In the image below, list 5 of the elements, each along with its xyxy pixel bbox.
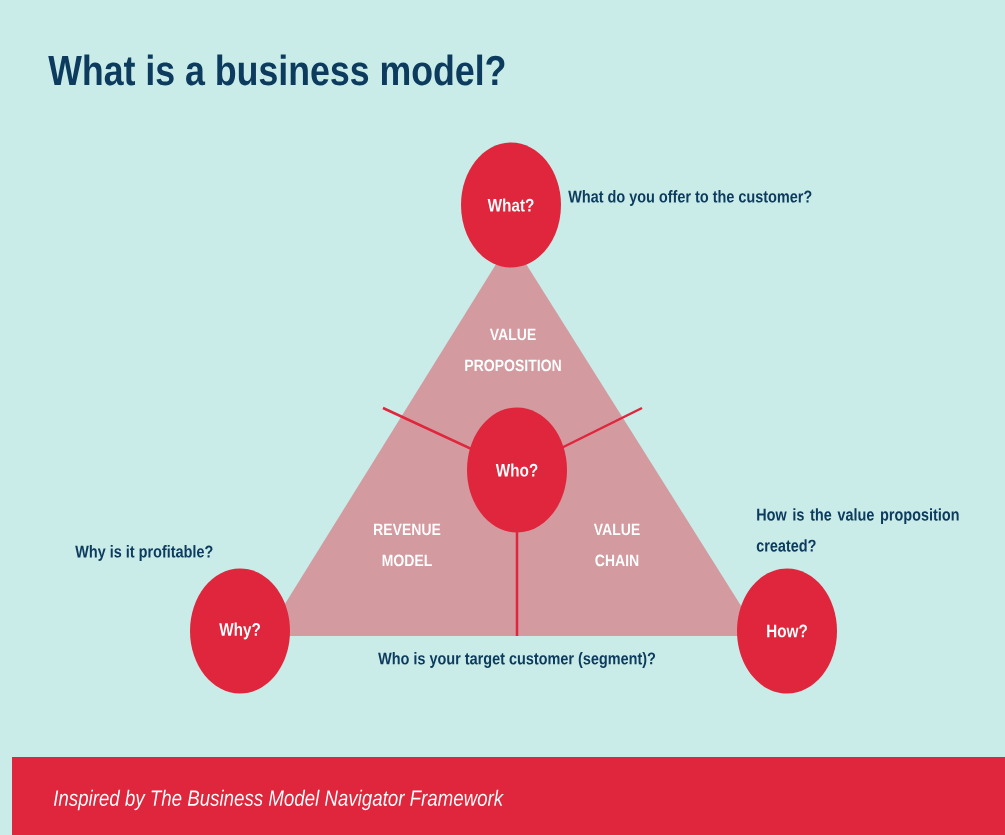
- footer-band: Inspired by The Business Model Navigator Framework: [12, 757, 1005, 835]
- question-text: What do you offer to the customer?: [568, 190, 812, 206]
- title: What is a business model?: [48, 54, 505, 86]
- question-text: Why is it profitable?: [75, 545, 213, 561]
- question-text: Who is your target customer (segment)?: [378, 652, 656, 668]
